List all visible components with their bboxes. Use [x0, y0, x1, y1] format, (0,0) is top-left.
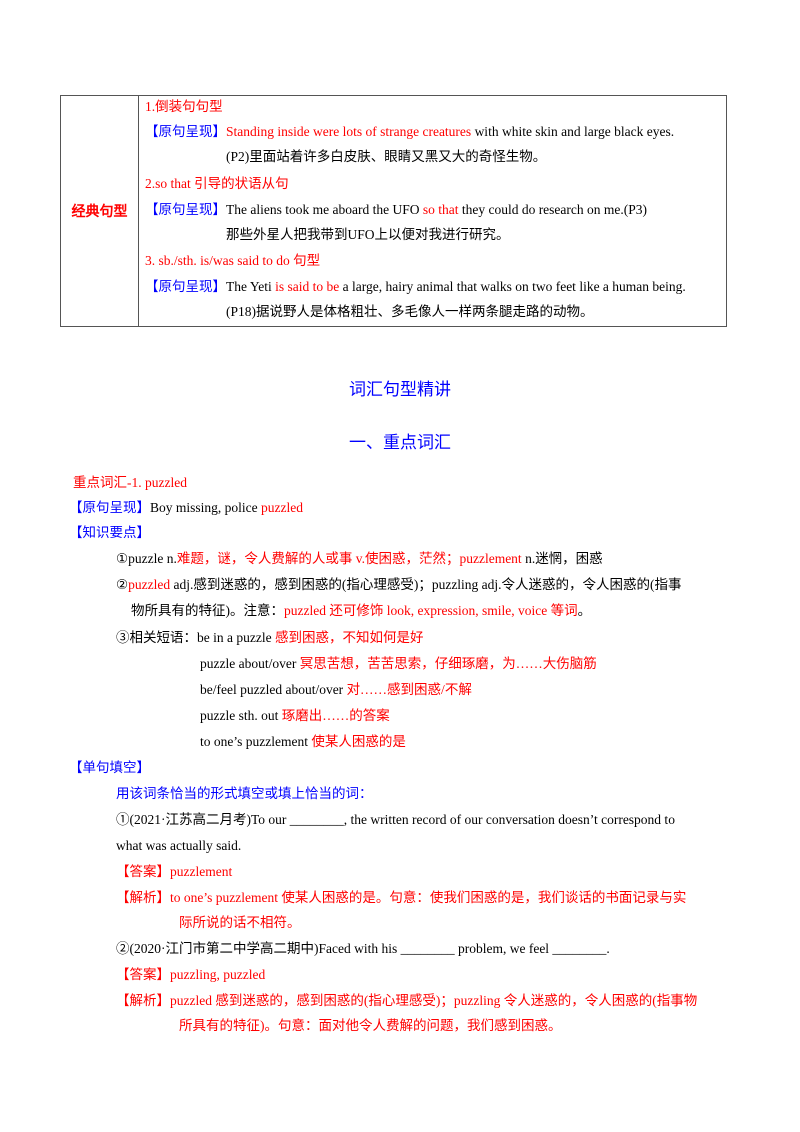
item1-highlight: Standing inside were lots of strange cre… — [226, 124, 472, 139]
q1-analysis-line2: 际所说的话不相符。 — [179, 915, 301, 930]
item3-rest: a large, hairy animal that walks on two … — [339, 279, 686, 294]
phrase-5: to one’s puzzlement 使某人困惑的是 — [200, 733, 406, 751]
phrase-3: be/feel puzzled about/over 对……感到困惑/不解 — [200, 681, 472, 699]
item3-highlight: is said to be — [275, 279, 340, 294]
q1-answer-value: puzzlement — [170, 864, 233, 879]
original-tag: 【原句呈现】 — [69, 500, 150, 515]
phrase4-zh: 琢磨出……的答案 — [281, 708, 390, 723]
classic-sentence-table: 经典句型 1.倒装句句型 【原句呈现】Standing inside were … — [60, 95, 727, 327]
q2-analysis-line2: 所具有的特征)。句意：面对他令人费解的问题，我们感到困惑。 — [179, 1018, 562, 1033]
point2-num: ② — [116, 577, 129, 592]
item2-pre: The aliens took me aboard the UFO — [226, 202, 423, 217]
phrase4-en: puzzle sth. out — [200, 708, 282, 723]
q1-analysis-tag: 【解析】 — [116, 890, 170, 905]
q2-analysis-line1: puzzled 感到迷惑的，感到困惑的(指心理感受)；puzzling 令人迷惑… — [170, 993, 698, 1008]
point1-a: puzzle n. — [128, 551, 177, 566]
q2-answer: 【答案】puzzling, puzzled — [116, 966, 265, 984]
item2-tag: 【原句呈现】 — [145, 202, 226, 217]
item2-highlight: so that — [422, 202, 459, 217]
section-title: 词汇句型精讲 — [349, 380, 451, 399]
item3-pre: The Yeti — [226, 279, 276, 294]
point2-b: adj.感到迷惑的，感到困惑的(指心理感受)；puzzling adj.令人迷惑… — [170, 577, 682, 592]
original-pre: Boy missing, police — [150, 500, 261, 515]
item3-tag: 【原句呈现】 — [145, 279, 226, 294]
item2-rest: they could do research on me.(P3) — [458, 202, 648, 217]
point-2: ②puzzled adj.感到迷惑的，感到困惑的(指心理感受)；puzzling… — [116, 576, 682, 594]
table-label: 经典句型 — [71, 204, 128, 220]
phrase-4: puzzle sth. out 琢磨出……的答案 — [200, 707, 390, 725]
item3-sentence: 【原句呈现】The Yeti is said to be a large, ha… — [145, 278, 686, 296]
q2-analysis: 【解析】puzzled 感到迷惑的，感到困惑的(指心理感受)；puzzling … — [116, 992, 697, 1010]
point3-label: ③相关短语： — [116, 630, 197, 645]
item3-translation: (P18)据说野人是体格粗壮、多毛像人一样两条腿走路的动物。 — [226, 304, 594, 319]
point1-num: ① — [116, 551, 129, 566]
point-2-cont: 物所具有的特征)。注意：puzzled 还可修饰 look, expressio… — [131, 602, 591, 620]
q1-answer: 【答案】puzzlement — [116, 863, 232, 881]
item1-translation: (P2)里面站着许多白皮肤、眼睛又黑又大的奇怪生物。 — [226, 149, 547, 164]
item1-rest: with white skin and large black eyes. — [471, 124, 675, 139]
q1-answer-tag: 【答案】 — [116, 864, 170, 879]
phrase2-zh: 冥思苦想，苦苦思索，仔细琢磨，为……大伤脑筋 — [299, 656, 597, 671]
item1-heading: 1.倒装句句型 — [145, 99, 223, 114]
table-content-cell: 1.倒装句句型 【原句呈现】Standing inside were lots … — [139, 96, 726, 326]
point-3: ③相关短语：be in a puzzle 感到困惑，不知如何是好 — [116, 629, 423, 647]
knowledge-tag: 【知识要点】 — [69, 525, 150, 540]
item2-heading: 2.so that 引导的状语从句 — [145, 176, 289, 191]
item2-sentence: 【原句呈现】The aliens took me aboard the UFO … — [145, 201, 647, 219]
item1-tag: 【原句呈现】 — [145, 124, 226, 139]
phrase3-zh: 对……感到困惑/不解 — [346, 682, 472, 697]
item3-heading: 3. sb./sth. is/was said to do 句型 — [145, 253, 321, 268]
original-highlight: puzzled — [261, 500, 303, 515]
q1-line1: ①(2021·江苏高二月考)To our ________, the writt… — [116, 812, 675, 827]
table-label-cell: 经典句型 — [61, 96, 139, 326]
exercise-tag: 【单句填空】 — [69, 760, 150, 775]
phrase-2: puzzle about/over 冥思苦想，苦苦思索，仔细琢磨，为……大伤脑筋 — [200, 655, 597, 673]
q1-line2: what was actually said. — [116, 838, 242, 853]
point1-b: 难题，谜，令人费解的人或事 v.使困惑，茫然；puzzlement — [176, 551, 522, 566]
phrase5-zh: 使某人困惑的是 — [311, 734, 406, 749]
phrase3-en: be/feel puzzled about/over — [200, 682, 347, 697]
point-1: ①puzzle n.难题，谜，令人费解的人或事 v.使困惑，茫然；puzzlem… — [116, 550, 603, 568]
vocab-original: 【原句呈现】Boy missing, police puzzled — [69, 499, 303, 517]
phrase5-en: to one’s puzzlement — [200, 734, 312, 749]
point1-c: n.迷惘，困惑 — [521, 551, 603, 566]
point2-c: 物所具有的特征)。注意： — [131, 603, 284, 618]
q2-analysis-tag: 【解析】 — [116, 993, 170, 1008]
q2-line1: ②(2020·江门市第二中学高二期中)Faced with his ______… — [116, 941, 610, 956]
point2-a: puzzled — [128, 577, 171, 592]
phrase1-en: be in a puzzle — [197, 630, 275, 645]
q1-analysis-line1: to one’s puzzlement 使某人困惑的是。句意：使我们困惑的是，我… — [170, 890, 687, 905]
item2-translation: 那些外星人把我带到UFO上以便对我进行研究。 — [226, 227, 510, 242]
phrase1-zh: 感到困惑，不知如何是好 — [274, 630, 424, 645]
point2-e: 。 — [577, 603, 592, 618]
subsection-title: 一、重点词汇 — [349, 433, 451, 452]
vocab-heading: 重点词汇-1. puzzled — [73, 475, 187, 490]
phrase2-en: puzzle about/over — [200, 656, 300, 671]
q1-analysis: 【解析】to one’s puzzlement 使某人困惑的是。句意：使我们困惑… — [116, 889, 686, 907]
exercise-instruction: 用该词条恰当的形式填空或填上恰当的词： — [116, 786, 373, 801]
q2-answer-tag: 【答案】 — [116, 967, 170, 982]
item1-sentence: 【原句呈现】Standing inside were lots of stran… — [145, 123, 674, 141]
point2-d: puzzled 还可修饰 look, expression, smile, vo… — [284, 603, 578, 618]
q2-answer-value: puzzling, puzzled — [170, 967, 266, 982]
